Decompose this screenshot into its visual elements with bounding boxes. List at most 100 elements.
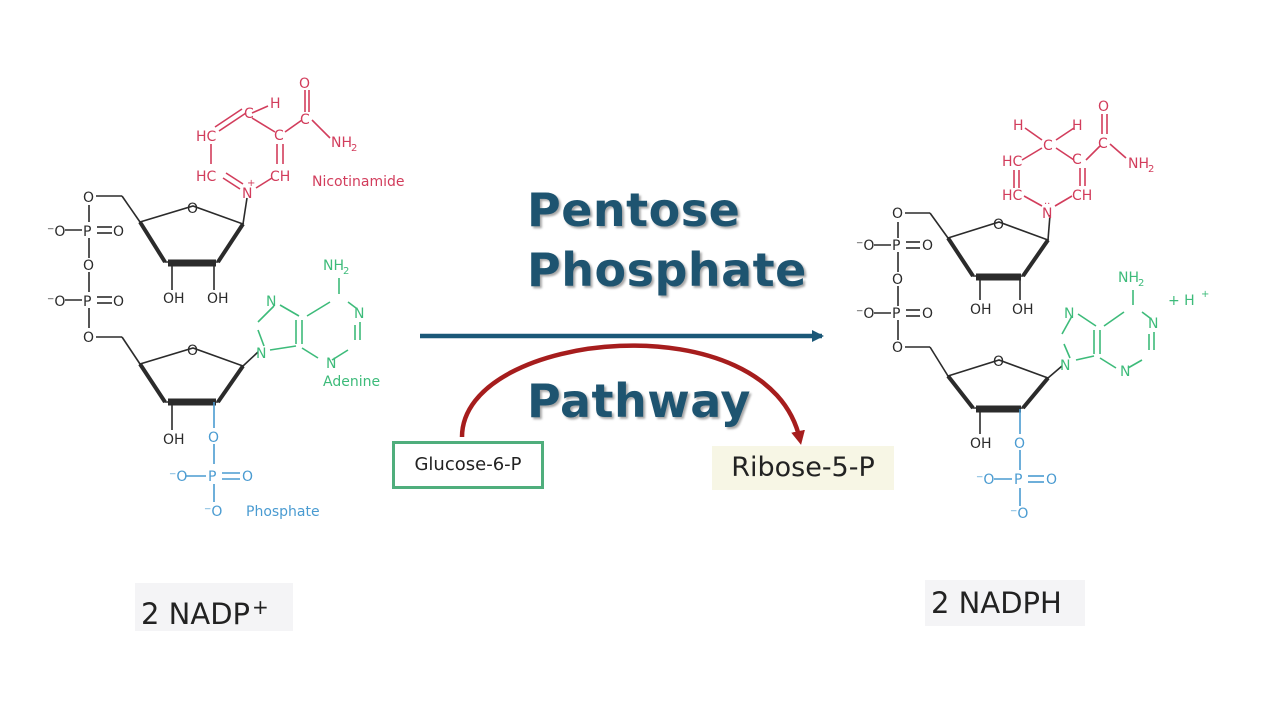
svg-text:OH: OH [970, 436, 992, 452]
svg-text:H: H [1072, 118, 1083, 134]
svg-text:OH: OH [970, 302, 992, 318]
nadp-structure [65, 195, 259, 430]
svg-text:N: N [326, 356, 336, 372]
svg-text:N: N [1120, 364, 1130, 380]
title-line-pathway: Pathway [527, 374, 751, 428]
svg-text:C: C [1072, 152, 1082, 168]
nadph-atom-labels: O ⁻O P O O ⁻O P O O O OH OH O OH [856, 206, 1034, 452]
svg-text:OH: OH [163, 432, 185, 448]
svg-text:⁻O: ⁻O [1010, 506, 1028, 522]
reactant-label: 2 NADP+ [135, 583, 293, 631]
nadph-structure [874, 212, 1063, 434]
svg-text:OH: OH [207, 291, 229, 307]
svg-text:⁻O: ⁻O [169, 469, 187, 485]
atom-om: ⁻O [47, 224, 65, 240]
svg-text:HC: HC [196, 129, 217, 145]
title-line-pentose: Pentose [527, 183, 741, 237]
svg-text:P: P [208, 469, 216, 485]
adenine-atoms-left: NH 2 N N N N Adenine [256, 258, 380, 390]
svg-text:O: O [299, 76, 310, 92]
ribose-5-p-box: Ribose-5-P [712, 446, 894, 490]
svg-text:OH: OH [1012, 302, 1034, 318]
svg-text:O: O [993, 217, 1004, 233]
svg-text:H: H [270, 96, 281, 112]
svg-text:CH: CH [1072, 188, 1092, 204]
svg-text:N: N [354, 306, 364, 322]
svg-text:HC: HC [1002, 154, 1023, 170]
svg-text:··: ·· [1044, 199, 1050, 210]
svg-text:⁻O: ⁻O [856, 238, 874, 254]
phosphate-atoms-right: O P ⁻O O ⁻O [976, 436, 1057, 522]
svg-text:⁻O: ⁻O [47, 294, 65, 310]
svg-text:HC: HC [1002, 188, 1023, 204]
svg-text:C: C [274, 128, 284, 144]
adenine-label: Adenine [323, 374, 380, 390]
adenine-ring-right [1061, 290, 1155, 369]
svg-text:⁻O: ⁻O [976, 472, 994, 488]
svg-text:OH: OH [163, 291, 185, 307]
svg-text:N: N [242, 186, 252, 202]
svg-text:O: O [83, 330, 94, 346]
svg-text:O: O [922, 306, 933, 322]
svg-text:NH: NH [1118, 270, 1139, 286]
svg-text:O: O [187, 201, 198, 217]
nicotinamide-ring-left [210, 90, 331, 190]
nicotinamide-atoms-right: H H O C C C NH 2 HC HC CH N ·· [1002, 99, 1154, 222]
svg-text:2: 2 [351, 143, 357, 154]
svg-text:2: 2 [1148, 164, 1154, 175]
svg-text:P: P [1014, 472, 1022, 488]
nicotinamide-label: Nicotinamide [312, 174, 404, 190]
svg-text:C: C [244, 106, 254, 122]
svg-text:C: C [300, 112, 310, 128]
svg-text:O: O [892, 206, 903, 222]
svg-text:O: O [892, 272, 903, 288]
nicotinamide-ring-right [1013, 114, 1127, 207]
svg-text:O: O [892, 340, 903, 356]
phosphate-atoms-left: O P ⁻O O ⁻O Phosphate [169, 430, 320, 520]
nadp-atom-labels: O ⁻O P O O ⁻O P O O O OH OH O OH [47, 190, 229, 448]
svg-text:N: N [256, 346, 266, 362]
svg-text:N: N [1064, 306, 1074, 322]
svg-text:N: N [1042, 206, 1052, 222]
adenine-atoms-right: NH 2 N N N N + H + [1060, 270, 1209, 380]
nicotinamide-atoms-left: H O C C C NH 2 HC HC CH N + Nicotinamide [196, 76, 404, 202]
svg-text:O: O [242, 469, 253, 485]
svg-text:P: P [892, 306, 900, 322]
reactant-charge: + [252, 595, 269, 619]
svg-text:O: O [83, 258, 94, 274]
svg-text:N: N [1060, 358, 1070, 374]
svg-text:⁻O: ⁻O [856, 306, 874, 322]
svg-text:CH: CH [270, 169, 290, 185]
svg-text:O: O [993, 354, 1004, 370]
svg-text:⁻O: ⁻O [204, 504, 222, 520]
phosphate-group-left [186, 402, 240, 502]
svg-text:HC: HC [196, 169, 217, 185]
svg-text:O: O [922, 238, 933, 254]
svg-text:C: C [1098, 136, 1108, 152]
svg-text:O: O [113, 294, 124, 310]
h-plus: + H [1168, 293, 1195, 309]
svg-text:+: + [247, 178, 255, 189]
svg-text:O: O [1046, 472, 1057, 488]
reactant-text: 2 NADP [141, 597, 251, 631]
product-label: 2 NADPH [925, 580, 1085, 626]
glucose-6-p-box: Glucose-6-P [392, 441, 544, 489]
svg-text:O: O [1014, 436, 1025, 452]
svg-text:2: 2 [343, 266, 349, 277]
svg-text:+: + [1201, 289, 1209, 300]
svg-text:NH: NH [323, 258, 344, 274]
svg-text:2: 2 [1138, 278, 1144, 289]
adenine-ring-left [257, 278, 361, 361]
svg-text:H: H [1013, 118, 1024, 134]
svg-text:NH: NH [1128, 156, 1149, 172]
svg-text:O: O [208, 430, 219, 446]
svg-text:NH: NH [331, 135, 352, 151]
svg-text:N: N [1148, 316, 1158, 332]
curved-arrow [459, 343, 805, 445]
svg-text:O: O [1098, 99, 1109, 115]
atom-p: P [83, 224, 91, 240]
title-line-phosphate: Phosphate [527, 243, 807, 297]
svg-text:P: P [83, 294, 91, 310]
phosphate-group-right [994, 409, 1044, 506]
